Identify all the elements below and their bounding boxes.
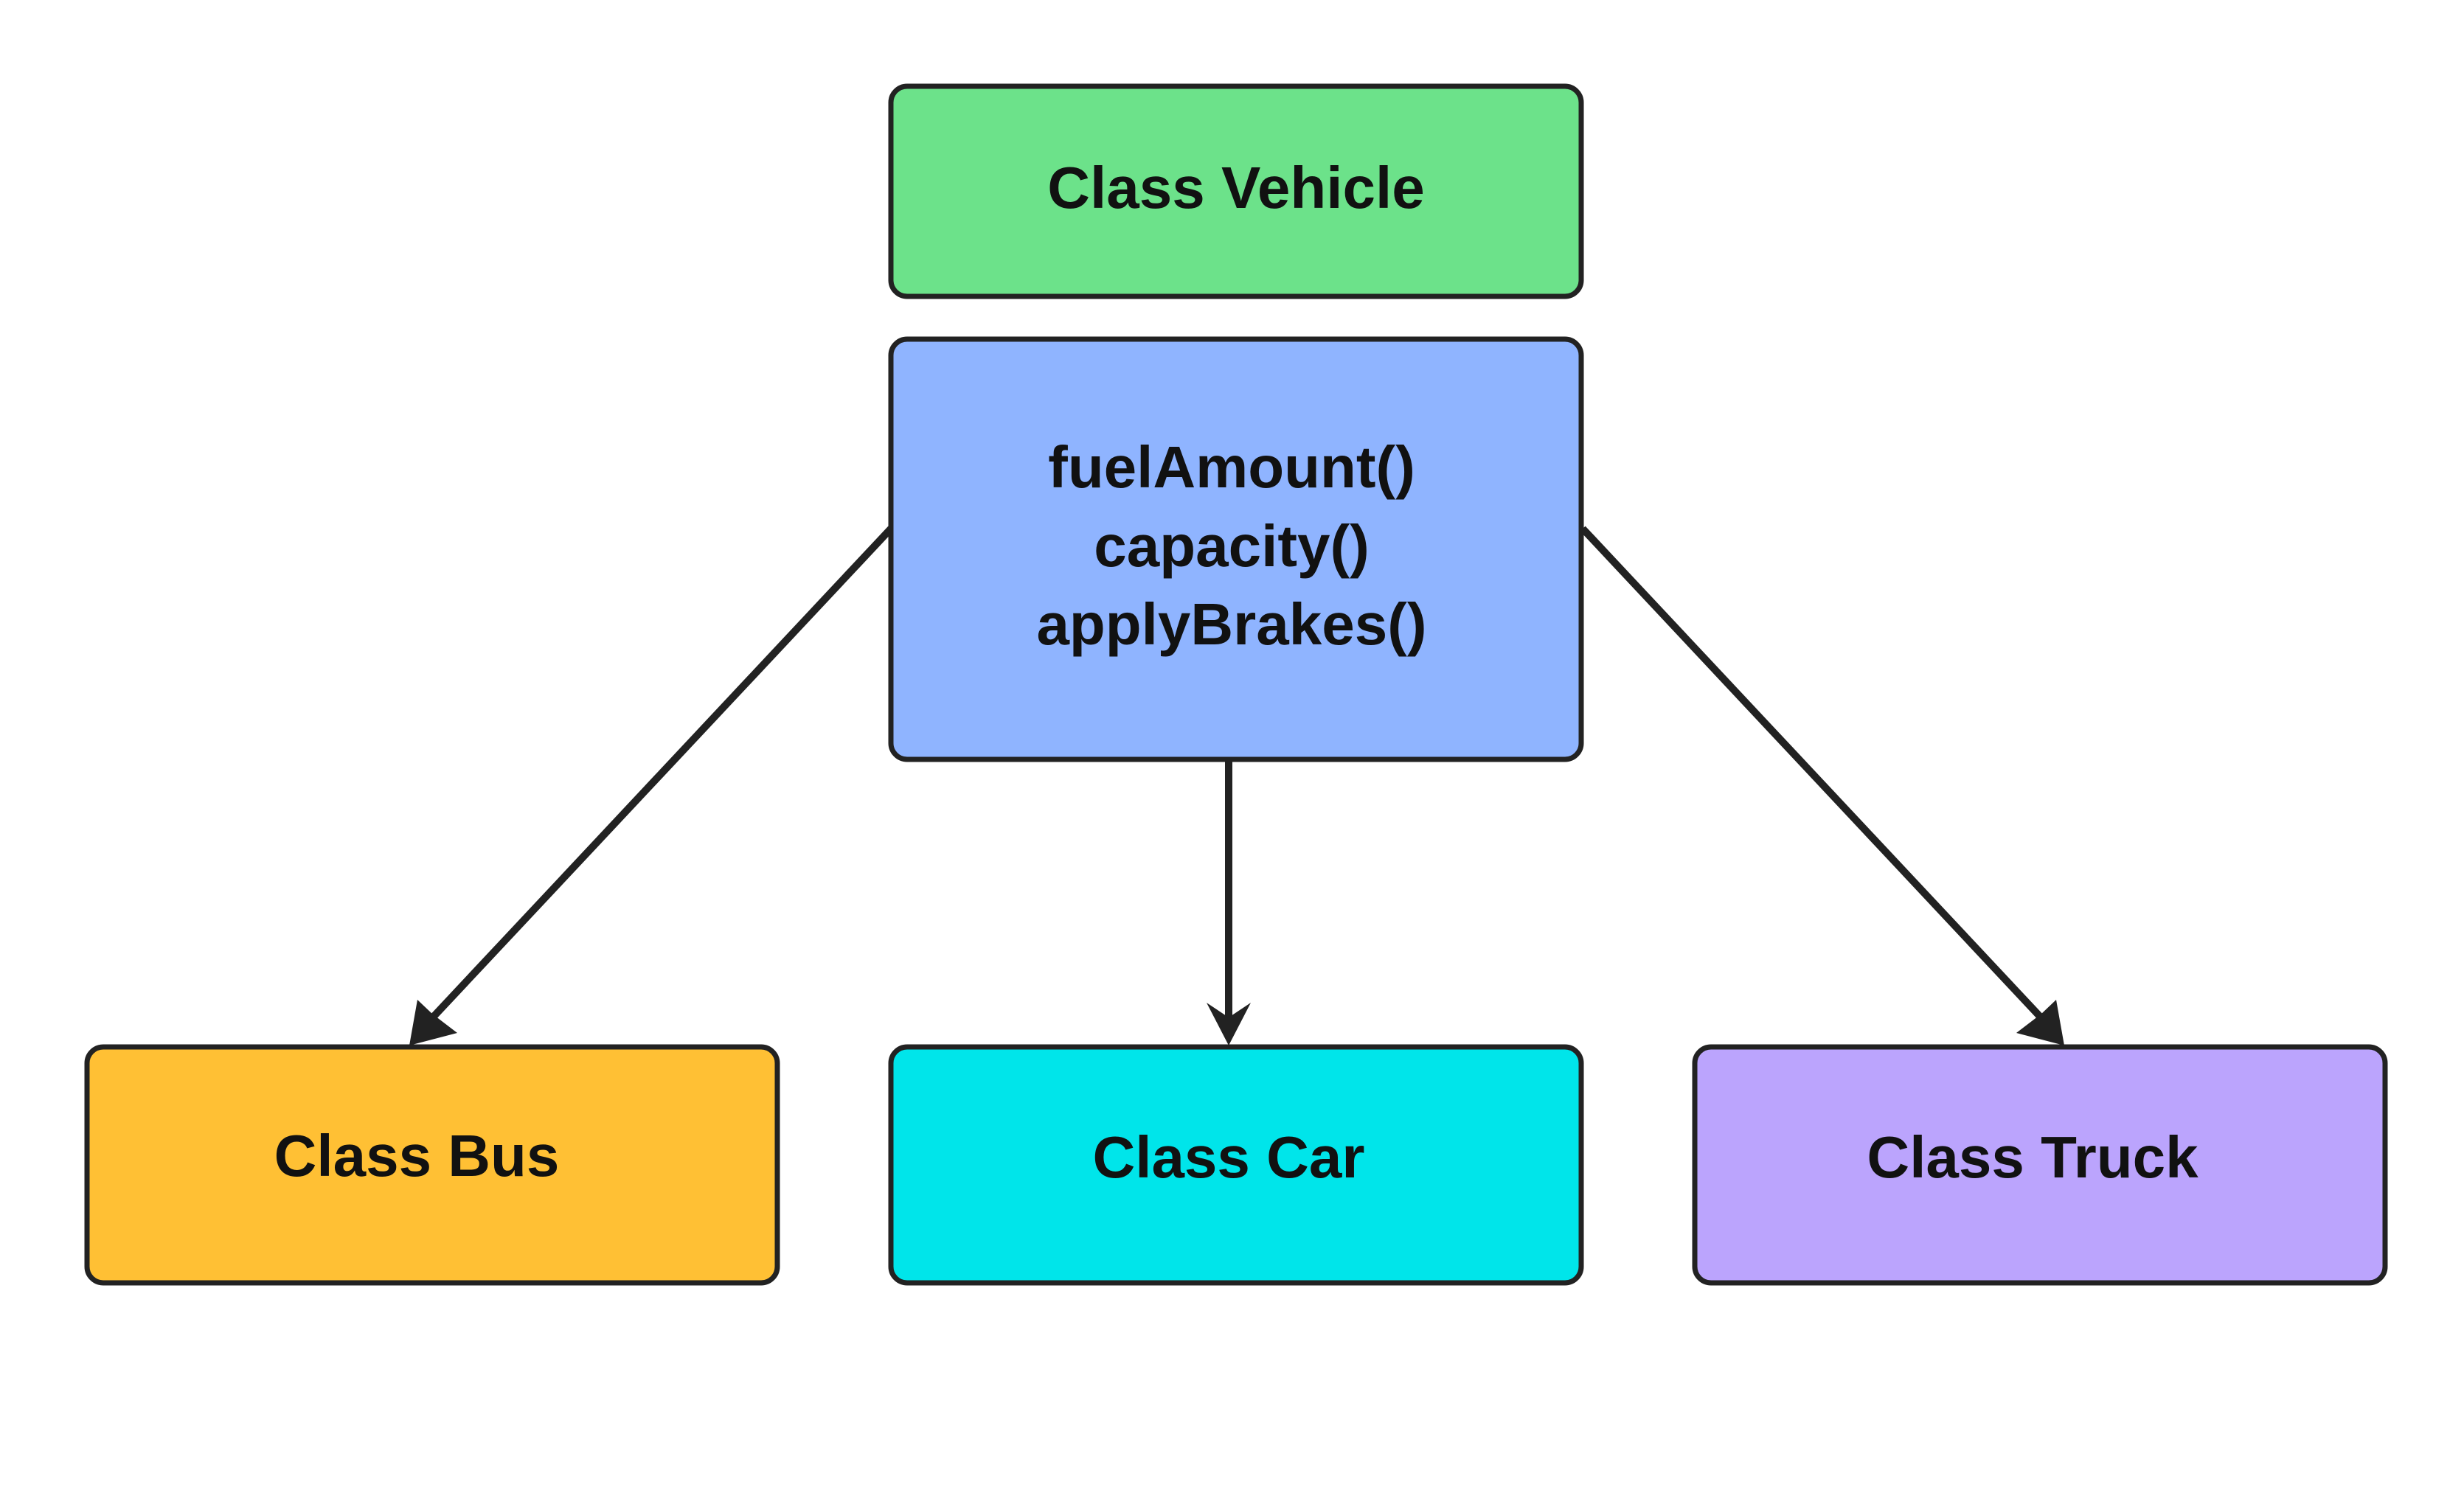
bus-label: Class Bus	[274, 1123, 560, 1188]
vehicle-node: Class Vehicle	[888, 83, 1584, 299]
edge-methods-to-bus	[409, 526, 894, 1045]
truck-label: Class Truck	[1867, 1124, 2198, 1190]
method-capacity: capacity()	[1094, 513, 1369, 579]
car-box	[888, 1044, 1584, 1286]
edge-methods-to-car	[1207, 761, 1251, 1045]
car-node: Class Car	[888, 1044, 1584, 1286]
bus-node: Class Bus	[84, 1044, 780, 1286]
truck-node: Class Truck	[1692, 1044, 2388, 1286]
edges	[409, 526, 2064, 1045]
bus-box	[84, 1044, 780, 1286]
method-apply-brakes: applyBrakes()	[1036, 591, 1426, 657]
method-fuel-amount: fuelAmount()	[1048, 434, 1415, 500]
edge-methods-to-truck	[1580, 526, 2064, 1045]
car-label: Class Car	[1092, 1124, 1364, 1190]
vehicle-label: Class Vehicle	[1047, 155, 1424, 220]
methods-box	[888, 336, 1584, 762]
truck-box	[1692, 1044, 2388, 1286]
vehicle-box	[888, 83, 1584, 299]
methods-node: fuelAmount() capacity() applyBrakes()	[888, 336, 1584, 762]
